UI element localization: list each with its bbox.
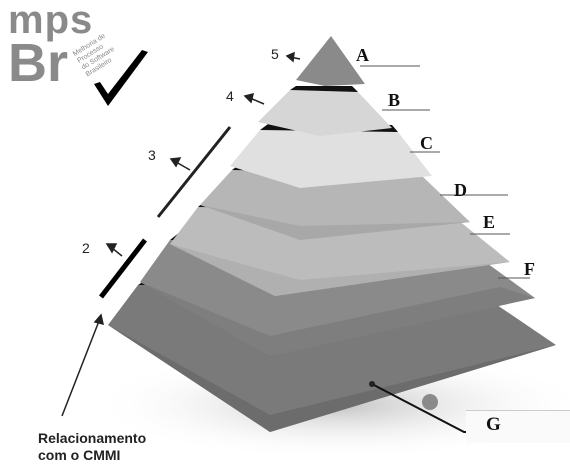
- mps-br-logo: mps Br Melhoria de Processo do Software …: [8, 0, 158, 114]
- tier-c: [230, 130, 432, 188]
- level-letter-e: E: [483, 212, 496, 232]
- level-number-5: 5: [271, 46, 279, 62]
- tier-e-front: [170, 244, 510, 296]
- level-letter-a: A: [356, 45, 369, 65]
- cmmi-caption: Relacionamento com o CMMI: [38, 430, 146, 464]
- logo-mps-text: mps: [8, 0, 94, 42]
- level-g-box: [466, 410, 570, 443]
- tier-g-front: [108, 325, 556, 432]
- logo-br-text: Br: [8, 33, 69, 93]
- cmmi-bar-3: [156, 126, 232, 218]
- tier-b: [258, 90, 392, 136]
- level-number-3: 3: [148, 147, 156, 163]
- level-letter-d: D: [454, 180, 467, 200]
- checkmark-icon: [94, 50, 148, 106]
- level-letter-f: F: [524, 259, 535, 279]
- tier-d-front: [200, 205, 470, 240]
- level-number-4: 4: [226, 88, 234, 104]
- level-number-2: 2: [82, 240, 90, 256]
- level-letter-g: G: [486, 414, 501, 435]
- tier-a: [296, 36, 365, 86]
- cmmi-bar-2: [99, 238, 147, 299]
- separator-a-b: [290, 86, 358, 92]
- level-arrows: [61, 51, 301, 417]
- caption-line: com o CMMI: [38, 447, 121, 463]
- caption-line: Relacionamento: [38, 430, 147, 446]
- level-letter-c: C: [420, 133, 433, 153]
- tier-f-front: [140, 282, 535, 356]
- level-letter-b: B: [388, 90, 401, 110]
